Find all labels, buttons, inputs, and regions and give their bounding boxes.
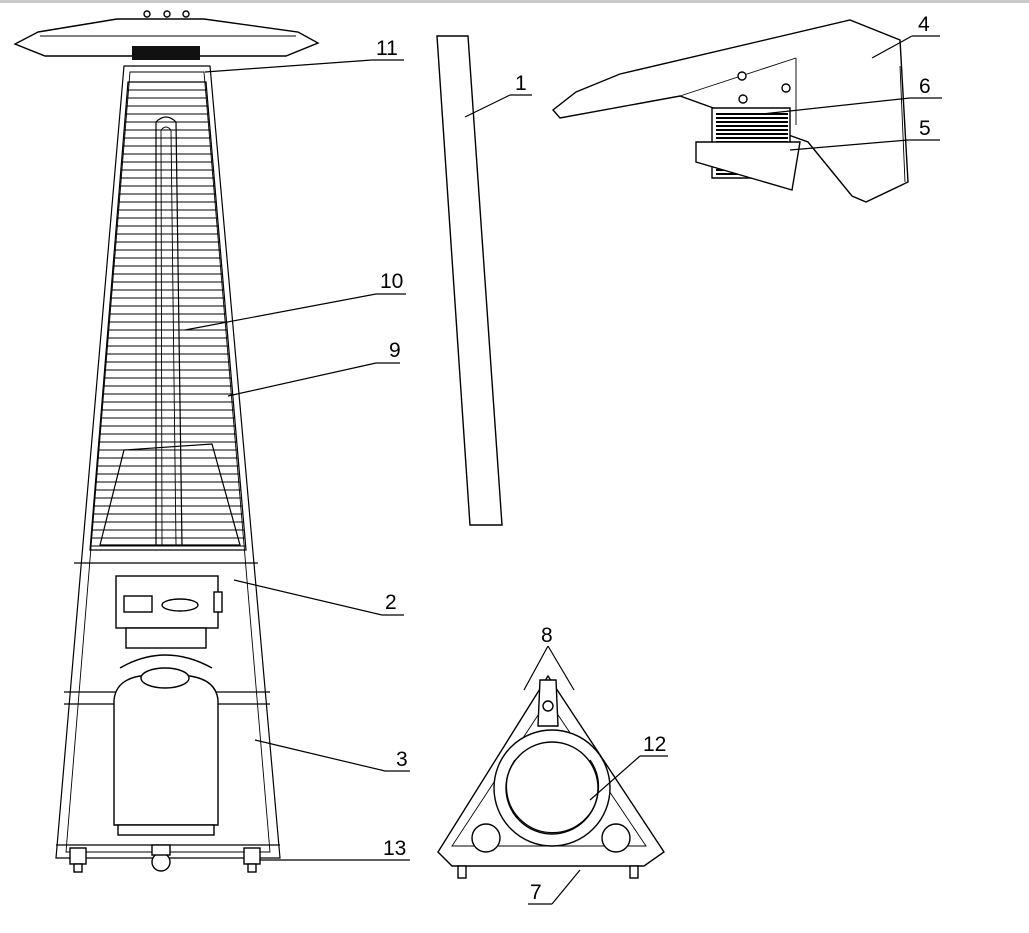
assembled-heater xyxy=(13,10,320,873)
callout-13: 13 xyxy=(383,837,406,860)
reflector-assembly-exploded xyxy=(551,19,909,203)
flame-coil xyxy=(155,116,183,546)
wheels xyxy=(69,844,261,873)
reflector-hood xyxy=(13,10,320,57)
window-top-border xyxy=(0,0,1029,3)
base-triangle xyxy=(437,674,665,879)
control-box xyxy=(115,575,223,649)
leader-lines xyxy=(184,35,942,905)
callout-9: 9 xyxy=(389,339,401,362)
callout-7: 7 xyxy=(530,881,542,904)
callout-10: 10 xyxy=(380,270,403,293)
callout-2: 2 xyxy=(385,591,397,614)
burner-head xyxy=(132,46,200,60)
callout-4: 4 xyxy=(918,13,930,36)
callout-1: 1 xyxy=(515,72,527,95)
burner-basket xyxy=(99,443,241,546)
glass-tube-grille xyxy=(89,81,247,551)
callout-3: 3 xyxy=(396,748,408,771)
gas-cylinder xyxy=(113,654,219,836)
callout-5: 5 xyxy=(919,117,931,140)
callout-8: 8 xyxy=(541,624,553,647)
callout-12: 12 xyxy=(643,733,666,756)
glass-tube-part xyxy=(436,35,503,526)
callout-6: 6 xyxy=(919,75,931,98)
callout-11: 11 xyxy=(376,37,398,60)
